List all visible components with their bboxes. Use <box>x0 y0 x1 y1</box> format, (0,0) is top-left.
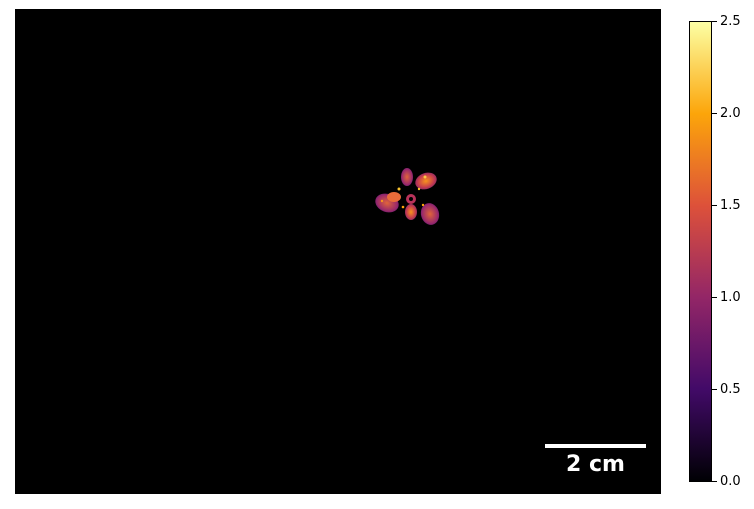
colorbar-tick <box>712 481 717 482</box>
colorbar-tick-label: 2.5 <box>720 14 741 29</box>
colorbar-tick <box>712 389 717 390</box>
colorbar-tick-label: 0.5 <box>720 382 741 397</box>
colorbar-tick <box>712 205 717 206</box>
colorbar-tick-label: 2.0 <box>720 106 741 121</box>
colorbar-tick <box>712 113 717 114</box>
colorbar-tick <box>712 297 717 298</box>
plant-rosette-image <box>375 168 440 225</box>
scale-bar-line <box>545 444 646 448</box>
scale-bar-label: 2 cm <box>566 452 625 477</box>
colorbar <box>689 21 712 482</box>
colorbar-tick-label: 0.0 <box>720 474 741 489</box>
image-panel: 2 cm <box>15 9 661 494</box>
colorbar-tick-label: 1.0 <box>720 290 741 305</box>
colorbar-tick-label: 1.5 <box>720 198 741 213</box>
colorbar-tick <box>712 21 717 22</box>
